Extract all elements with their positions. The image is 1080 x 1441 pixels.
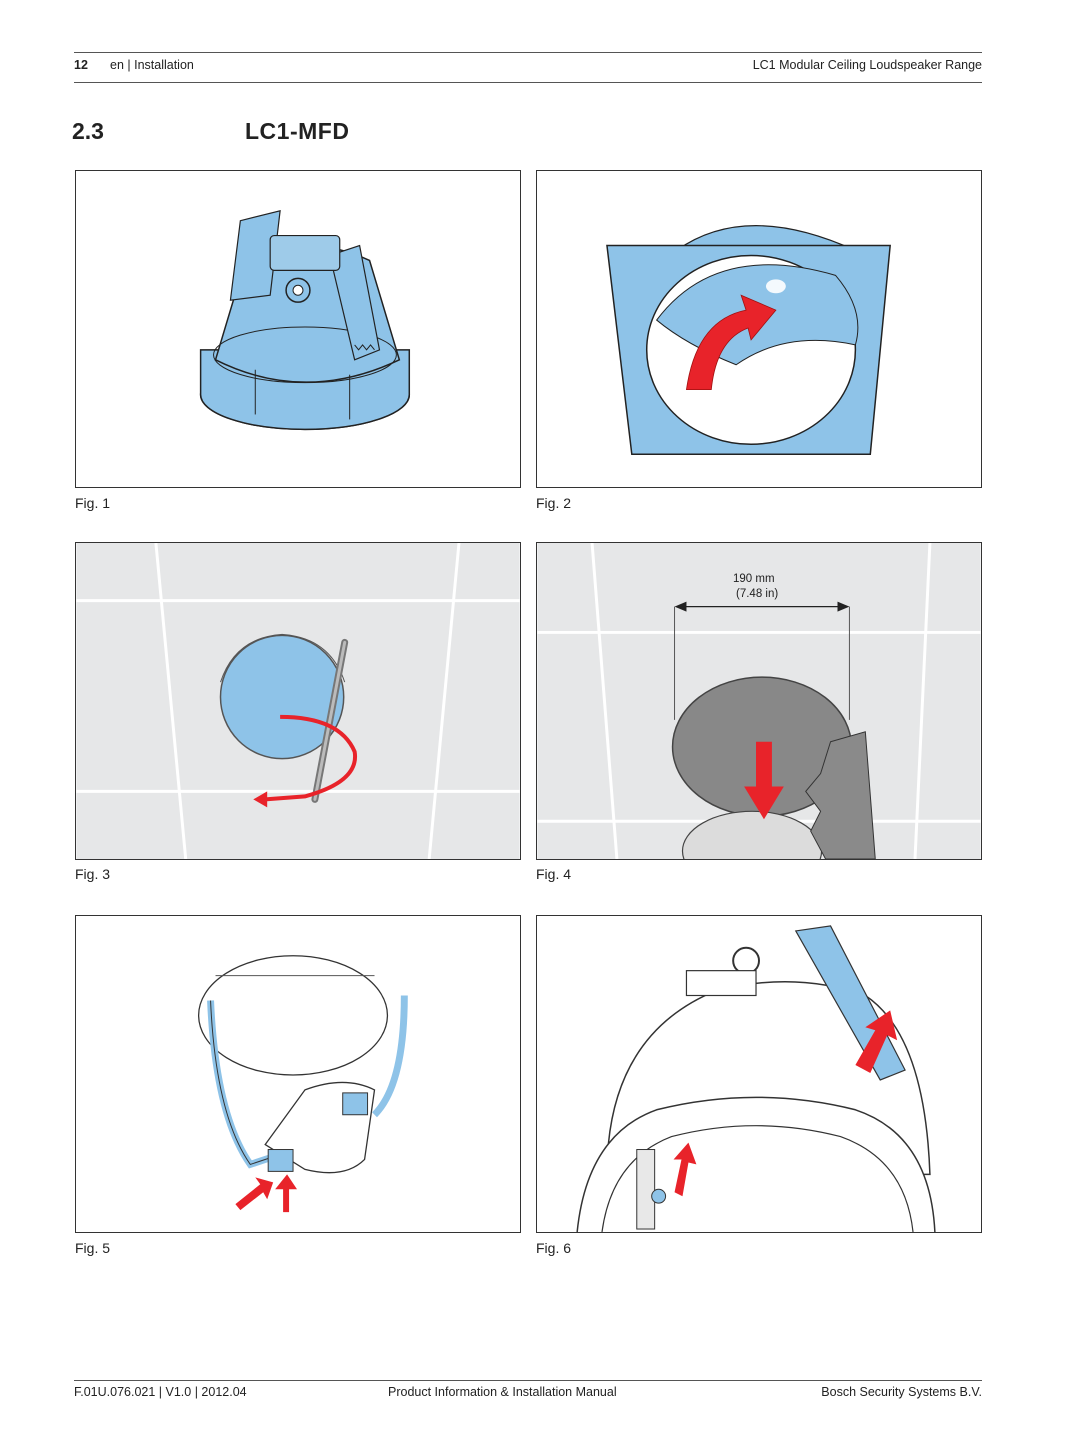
footer-doc-type: Product Information & Installation Manua… [388, 1385, 617, 1399]
figure-1 [75, 170, 521, 488]
footer-company: Bosch Security Systems B.V. [821, 1385, 982, 1399]
figure-4: 190 mm (7.48 in) [536, 542, 982, 860]
ceiling-cutting-illustration [537, 543, 981, 859]
cable-connection-illustration [197, 955, 408, 1213]
figure-3-caption: Fig. 3 [75, 866, 111, 882]
figure-6 [536, 915, 982, 1233]
ceiling-marking-illustration [76, 543, 520, 859]
header-bottom-rule [74, 82, 982, 83]
footer-rule [74, 1380, 982, 1381]
section-number: 2.3 [72, 118, 104, 144]
dimension-mm-label: 190 mm [733, 573, 775, 585]
figure-5 [75, 915, 521, 1233]
header-product: LC1 Modular Ceiling Loudspeaker Range [752, 58, 982, 72]
ceiling-tile-cutout-illustration [606, 225, 891, 455]
speaker-mounting-illustration [576, 925, 936, 1232]
figure-6-caption: Fig. 6 [536, 1240, 572, 1256]
dimension-in-label: (7.48 in) [736, 588, 779, 600]
figure-4-caption: Fig. 4 [536, 866, 572, 882]
figure-1-caption: Fig. 1 [75, 495, 111, 511]
figure-2 [536, 170, 982, 488]
figure-5-caption: Fig. 5 [75, 1240, 111, 1256]
footer-doc-id: F.01U.076.021 | V1.0 | 2012.04 [74, 1385, 247, 1399]
page-number: 12 [74, 58, 88, 72]
header-section: en | Installation [110, 58, 194, 72]
section-title: LC1-MFD [245, 118, 350, 144]
speaker-enclosure-illustration [199, 209, 411, 431]
figure-3 [75, 542, 521, 860]
header-top-rule [74, 52, 982, 53]
figure-2-caption: Fig. 2 [536, 495, 572, 511]
